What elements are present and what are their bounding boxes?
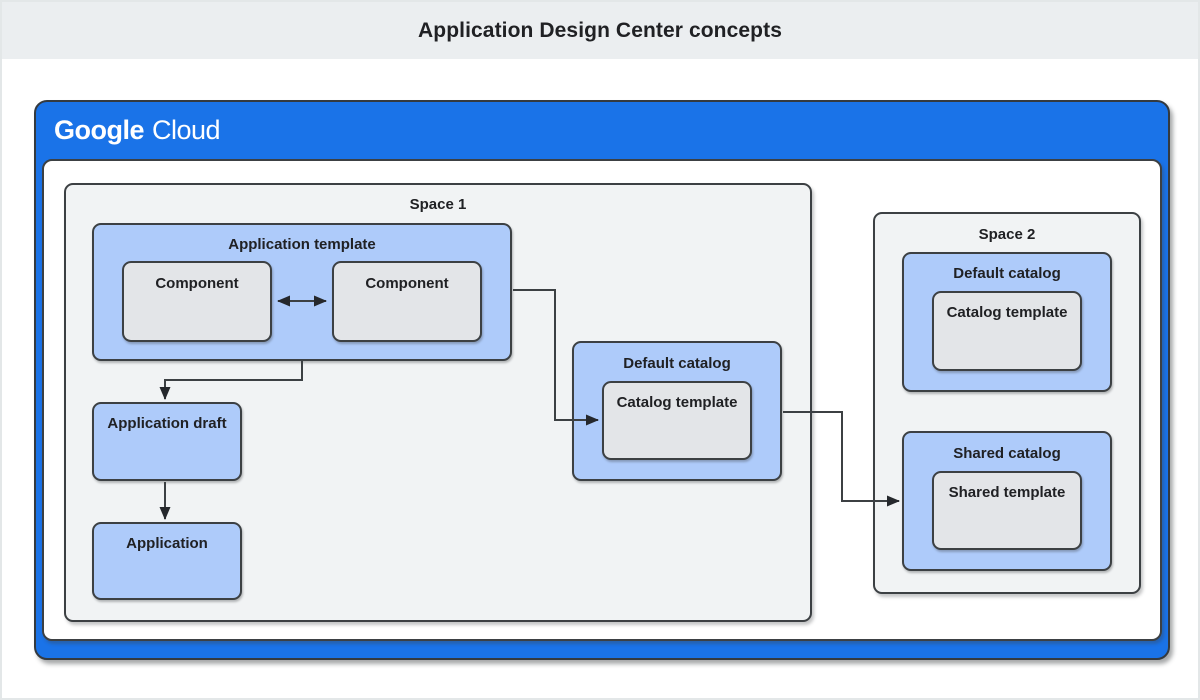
component-2-label: Component [365, 275, 449, 292]
space-1-label: Space 1 [409, 196, 467, 213]
google-cloud-logo: Google Cloud [54, 112, 221, 148]
cloud-wordmark: Cloud [152, 114, 221, 145]
component-1-label: Component [155, 275, 239, 292]
title-bar: Application Design Center concepts [2, 2, 1198, 59]
application-draft-label: Application draft [107, 415, 227, 432]
application-template-label: Application template [228, 236, 376, 253]
component-2-node: Component [332, 261, 482, 342]
space2-default-catalog-label: Default catalog [953, 265, 1061, 282]
google-wordmark: Google [54, 114, 145, 145]
application-label: Application [126, 535, 208, 552]
component-1-node: Component [122, 261, 272, 342]
space2-catalog-template-node: Catalog template [932, 291, 1082, 371]
space1-catalog-template-label: Catalog template [616, 394, 738, 411]
space-2-label: Space 2 [978, 226, 1036, 243]
space1-default-catalog-label: Default catalog [623, 355, 731, 372]
space2-shared-template-node: Shared template [932, 471, 1082, 550]
application-draft-node: Application draft [92, 402, 242, 481]
space2-shared-catalog-label: Shared catalog [953, 445, 1061, 462]
space2-catalog-template-label: Catalog template [946, 304, 1068, 321]
space2-shared-template-label: Shared template [948, 484, 1066, 501]
page-title: Application Design Center concepts [418, 18, 782, 42]
application-node: Application [92, 522, 242, 600]
space1-catalog-template-node: Catalog template [602, 381, 752, 460]
